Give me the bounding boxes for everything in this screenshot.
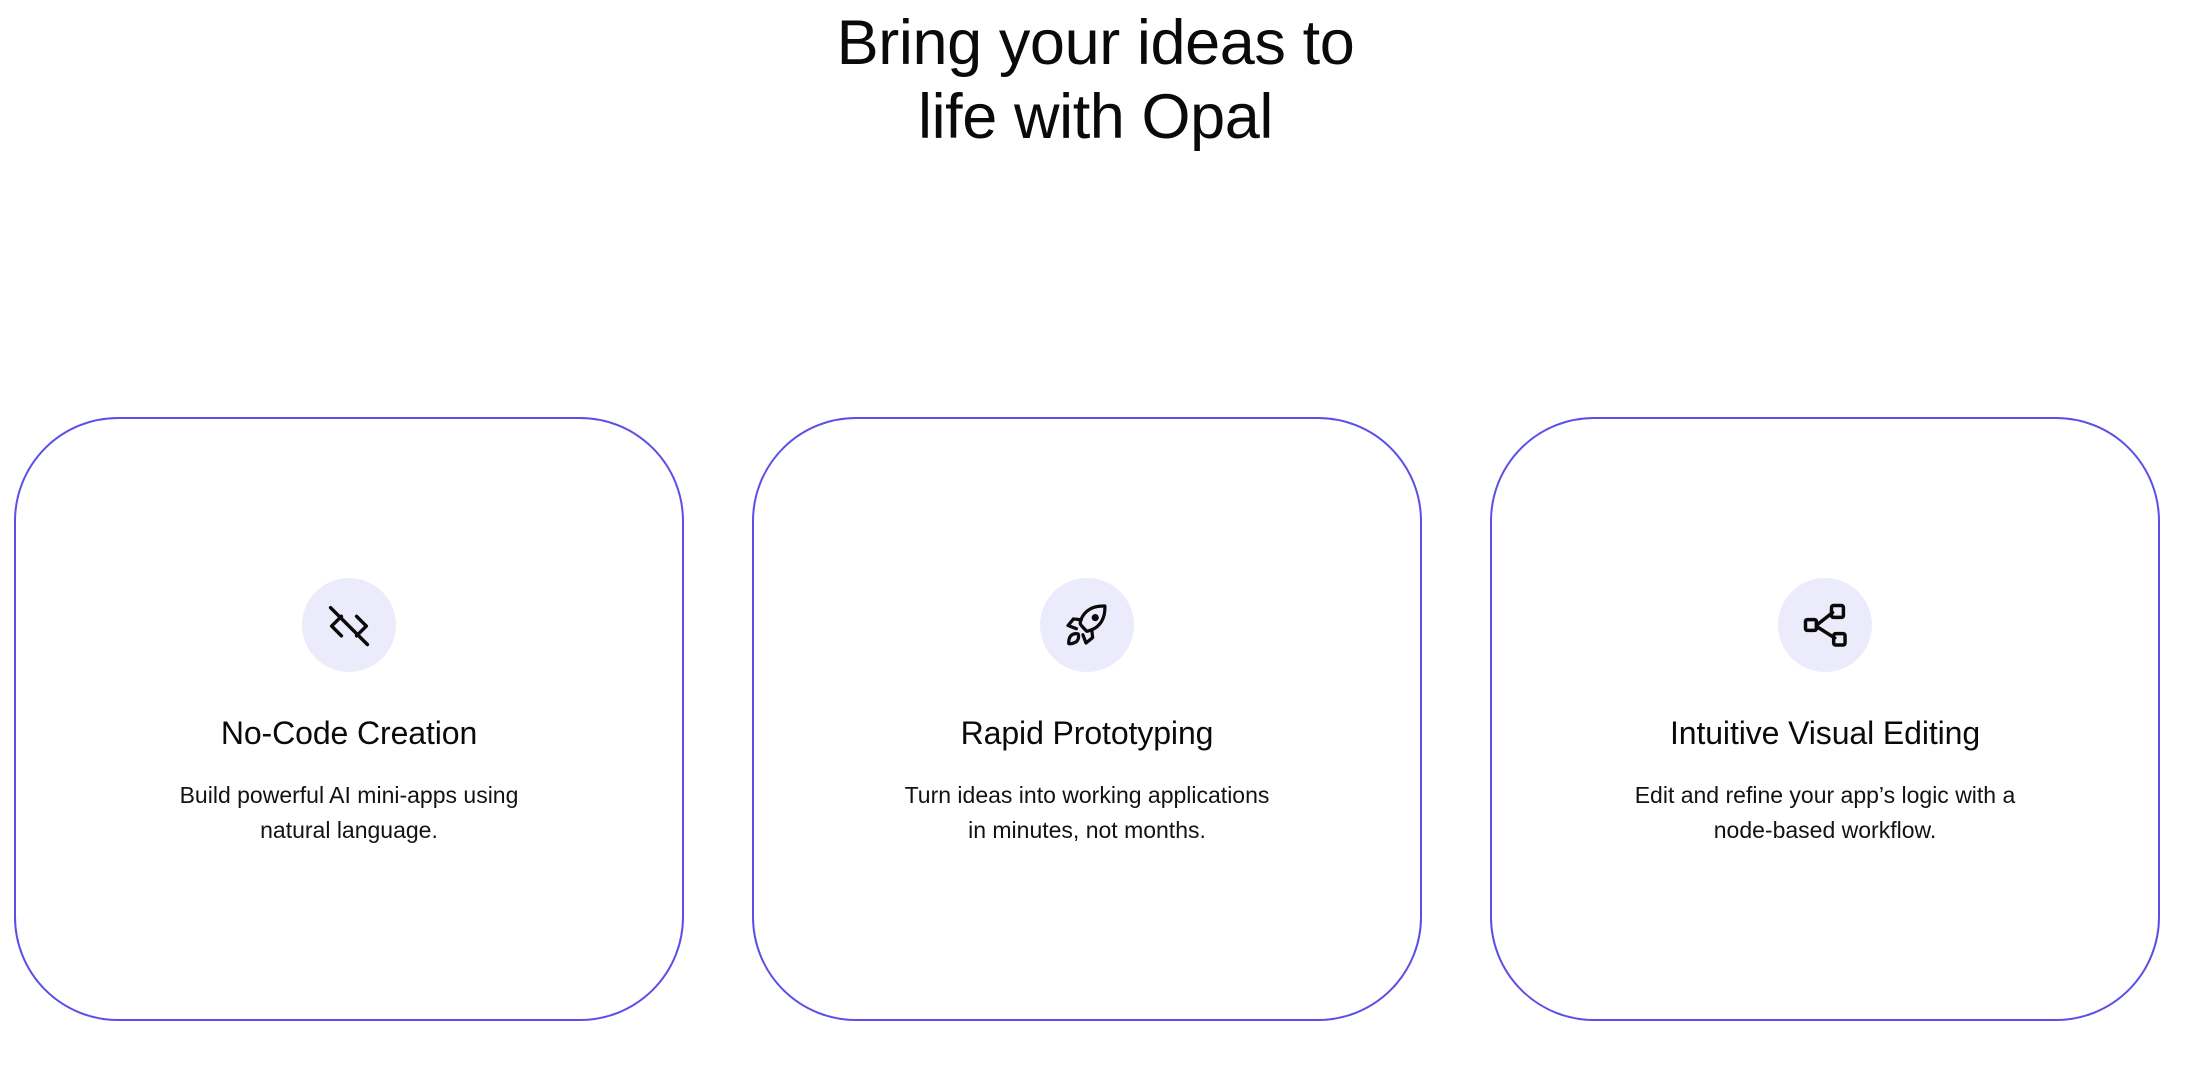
feature-card-description: Turn ideas into working applications in … <box>904 782 1270 843</box>
page-title: Bring your ideas to life with Opal <box>836 8 1355 153</box>
feature-card-title: Rapid Prototyping <box>960 715 1214 751</box>
feature-card-title: No-Code Creation <box>220 715 478 751</box>
feature-card-description: Edit and refine your app’s logic with a … <box>1634 782 2016 843</box>
feature-card-description: Build powerful AI mini-apps using natura… <box>179 782 519 843</box>
hero-section: Bring your ideas to life with Opal <box>0 0 2191 155</box>
feature-card-intuitive-visual-editing[interactable]: Intuitive Visual Editing Edit and refine… <box>1490 417 2160 1021</box>
feature-card-title: Intuitive Visual Editing <box>1669 715 1981 751</box>
no-code-brackets-slash-icon <box>302 578 396 672</box>
node-workflow-share-icon <box>1778 578 1872 672</box>
feature-cards-row: No-Code Creation Build powerful AI mini-… <box>14 417 2160 1021</box>
rocket-icon <box>1040 578 1134 672</box>
feature-card-no-code-creation[interactable]: No-Code Creation Build powerful AI mini-… <box>14 417 684 1021</box>
feature-card-rapid-prototyping[interactable]: Rapid Prototyping Turn ideas into workin… <box>752 417 1422 1021</box>
